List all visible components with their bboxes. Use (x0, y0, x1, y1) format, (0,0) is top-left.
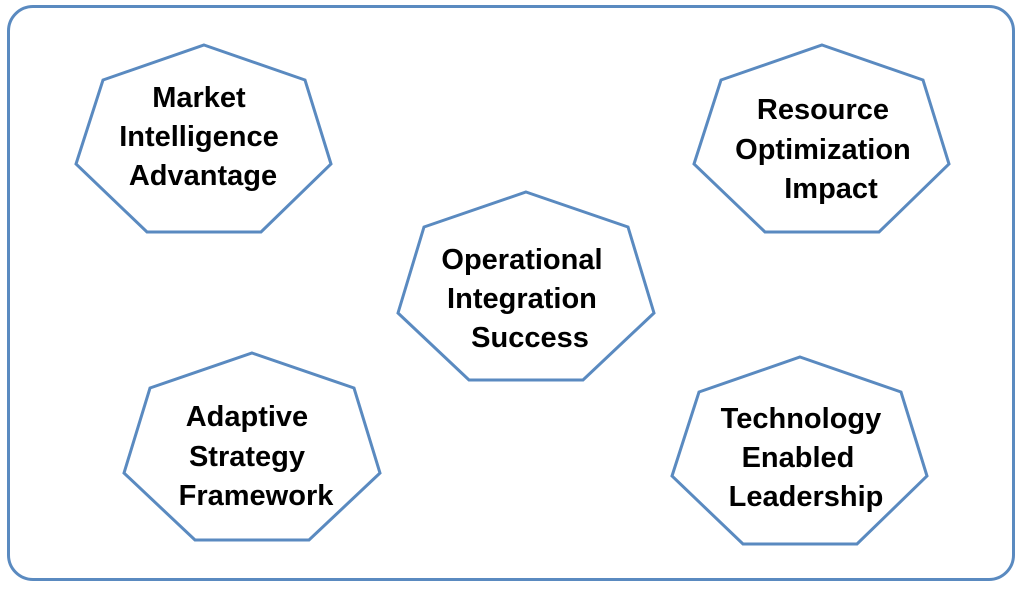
label-line: Strategy (189, 441, 305, 473)
label-line: Advantage (129, 160, 277, 192)
heptagon-resource (692, 43, 951, 234)
heptagon-adaptive (122, 351, 382, 542)
node-label-operational: Operational Integration Success (441, 244, 610, 354)
label-line: Resource (757, 94, 889, 126)
node-operational: Operational Integration Success (396, 190, 656, 382)
label-line: Framework (179, 480, 335, 512)
label-line: Enabled (742, 442, 855, 474)
node-market: Market Intelligence Advantage (74, 43, 333, 234)
label-line: Intelligence (119, 121, 279, 153)
label-line: Technology (721, 403, 882, 435)
node-technology: Technology Enabled Leadership (670, 355, 929, 546)
label-line: Operational (441, 244, 602, 276)
label-line: Success (471, 322, 589, 354)
label-line: Leadership (729, 481, 884, 513)
node-label-technology: Technology Enabled Leadership (721, 403, 890, 513)
label-line: Adaptive (186, 401, 308, 433)
node-adaptive: Adaptive Strategy Framework (122, 351, 382, 542)
label-line: Market (152, 82, 246, 114)
node-label-market: Market Intelligence Advantage (119, 82, 287, 192)
heptagon-operational (396, 190, 656, 382)
heptagon-market (74, 43, 333, 234)
diagram-frame (7, 5, 1015, 581)
label-line: Optimization (735, 134, 911, 166)
label-line: Impact (784, 173, 878, 205)
heptagon-technology (670, 355, 929, 546)
node-label-adaptive: Adaptive Strategy Framework (179, 401, 335, 512)
label-line: Integration (447, 283, 597, 315)
node-resource: Resource Optimization Impact (692, 43, 951, 234)
node-label-resource: Resource Optimization Impact (735, 94, 919, 205)
